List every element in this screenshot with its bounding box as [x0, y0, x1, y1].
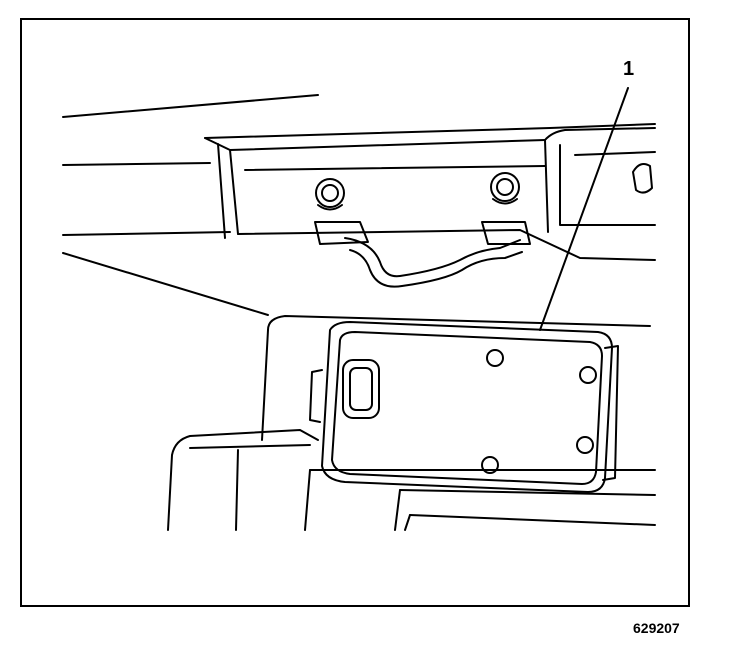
lower-left-block	[167, 429, 319, 531]
mounting-panel	[261, 315, 656, 531]
bolt-left	[315, 178, 345, 211]
control-module	[309, 321, 619, 493]
callout-label-1: 1	[623, 58, 635, 80]
module-mounting-holes	[481, 349, 597, 474]
bolt-far-right	[632, 163, 653, 194]
wire-harness	[314, 221, 531, 288]
callout-leader-line	[539, 87, 629, 331]
illustration-frame	[20, 18, 690, 607]
figure-number: 629207	[633, 620, 680, 636]
overhead-bracket	[204, 123, 656, 261]
upper-background-lines	[62, 94, 319, 316]
bolt-right	[490, 172, 520, 205]
module-connector	[342, 359, 380, 419]
